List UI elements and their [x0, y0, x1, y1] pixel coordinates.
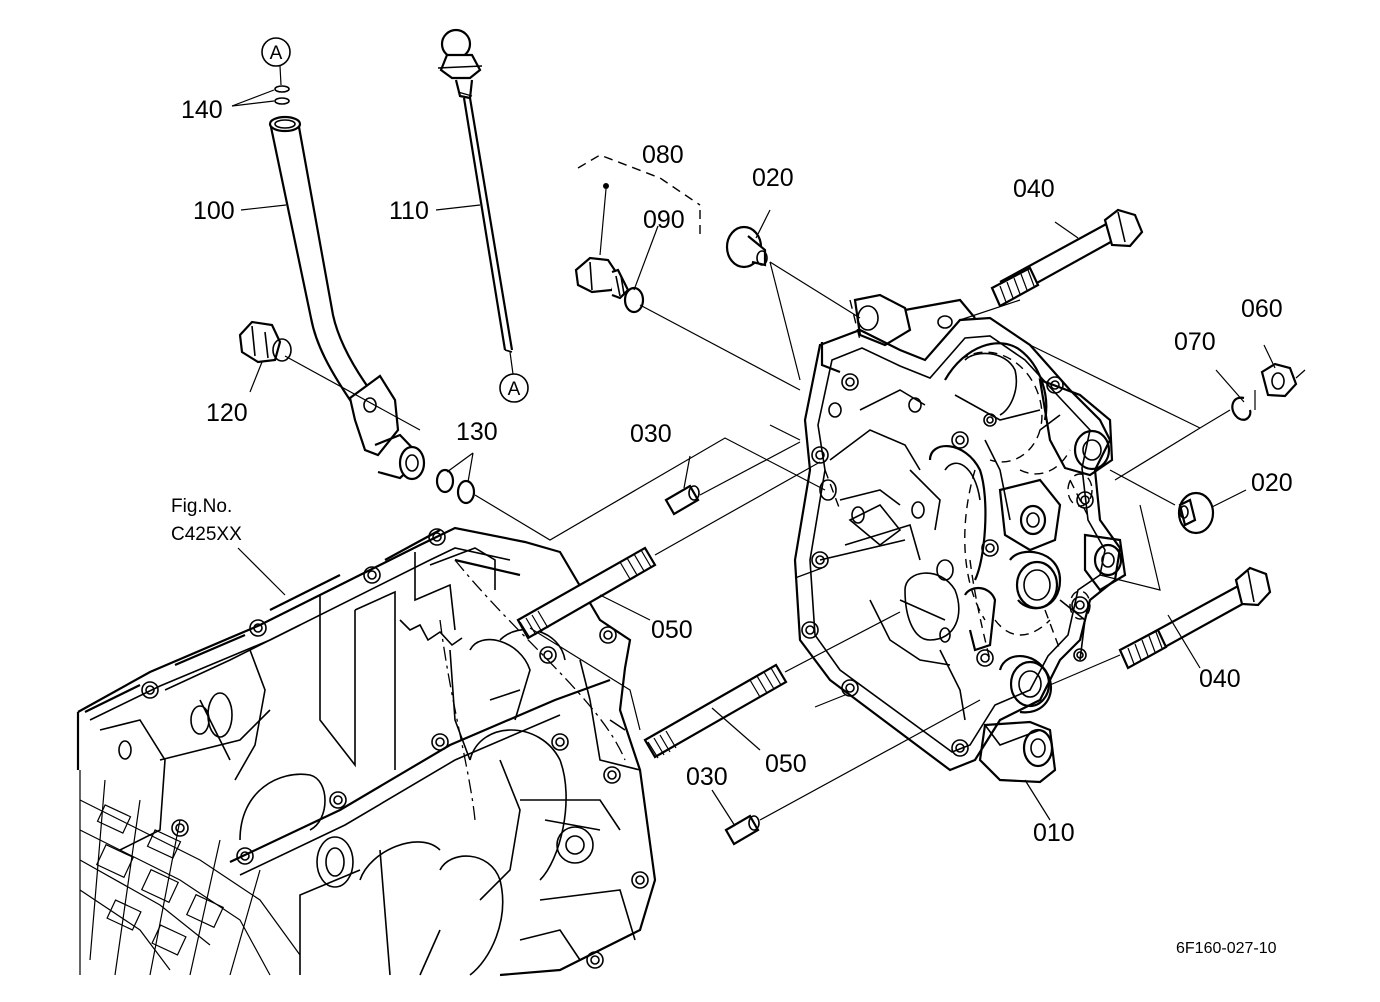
- circlip-070: [1231, 396, 1252, 421]
- label-060: 060: [1241, 295, 1283, 323]
- bolt-040-bottom: [1118, 566, 1272, 670]
- callout-leaders: [231, 89, 1276, 827]
- label-100: 100: [193, 197, 235, 225]
- label-130: 130: [456, 418, 498, 446]
- label-040-bottom: 040: [1199, 665, 1241, 693]
- reference-marker-a-bottom: [499, 373, 529, 403]
- figure-ref-line2: C425XX: [171, 524, 242, 545]
- stud-050-upper: [516, 546, 657, 640]
- figure-reference: Fig.No. C425XX: [171, 496, 242, 545]
- label-110: 110: [389, 197, 429, 225]
- figure-ref-line1: Fig.No.: [171, 496, 232, 517]
- o-ring-130-a: [435, 468, 455, 494]
- nut-060: [1260, 362, 1306, 398]
- dowel-pin-030-lower: [724, 814, 760, 846]
- transmission-case: [76, 526, 657, 977]
- label-020-right: 020: [1251, 469, 1293, 497]
- label-090: 090: [643, 206, 685, 234]
- assembly-lines: [284, 261, 1256, 821]
- label-140: 140: [181, 96, 223, 124]
- drawing-number: 6F160-027-10: [1176, 940, 1277, 957]
- o-ring-130-b: [456, 479, 476, 505]
- marker-a-top-text: A: [270, 43, 283, 64]
- label-010: 010: [1033, 819, 1075, 847]
- oil-filler-tube-100: A: [238, 37, 476, 505]
- label-030-lower: 030: [686, 763, 728, 791]
- label-030-upper: 030: [630, 420, 672, 448]
- label-040-top: 040: [1013, 175, 1055, 203]
- label-020-top: 020: [752, 164, 794, 192]
- o-ring-140-lower: [274, 97, 290, 105]
- o-ring-090: [623, 286, 645, 314]
- o-ring-140-upper: [274, 85, 290, 93]
- label-050-upper: 050: [651, 616, 693, 644]
- drain-plug-080: [574, 154, 701, 314]
- label-080: 080: [642, 141, 684, 169]
- dowel-pin-030-upper: [664, 484, 700, 516]
- part-number-labels: 140 100 110 120 130 080 090 020 040 060 …: [181, 96, 1293, 847]
- label-120: 120: [206, 399, 248, 427]
- sealing-washer-020-right: [1177, 491, 1215, 535]
- case-cover-010: [769, 293, 1127, 784]
- bolt-040-top: [990, 208, 1144, 308]
- reference-marker-a-top: [261, 37, 291, 67]
- marker-a-bottom-text: A: [508, 379, 521, 400]
- label-050-lower: 050: [765, 750, 807, 778]
- dipstick-110: A: [437, 28, 529, 403]
- label-070: 070: [1174, 328, 1216, 356]
- sealing-washer-020-top: [725, 225, 768, 269]
